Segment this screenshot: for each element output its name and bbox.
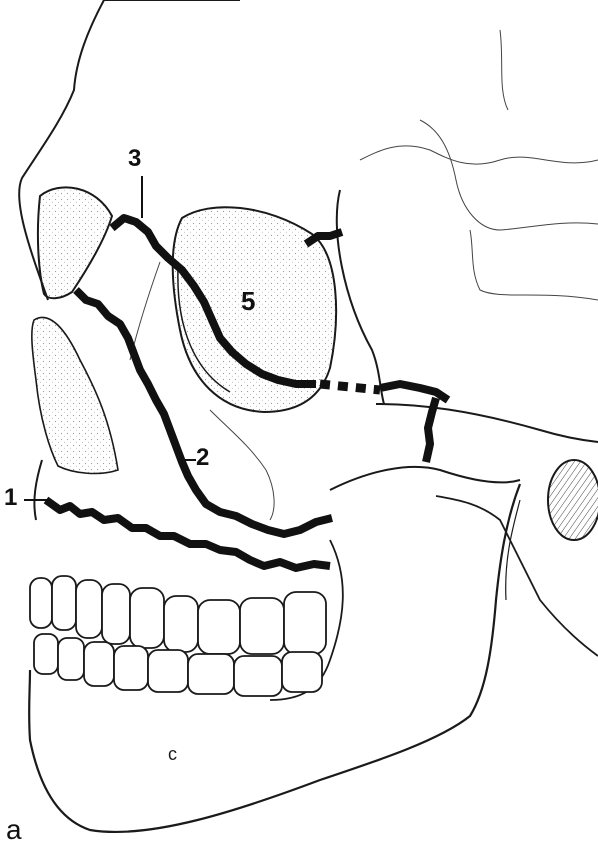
- fracture-label-5: 5: [241, 288, 255, 314]
- tooth: [130, 588, 164, 648]
- tooth: [284, 592, 326, 654]
- maxilla-front-edge: [34, 460, 42, 520]
- nasal-aperture: [32, 317, 118, 473]
- fracture-line-zygoma: [380, 384, 448, 462]
- fracture-label-3: 3: [128, 147, 141, 171]
- tooth: [114, 646, 148, 690]
- tooth: [76, 580, 102, 638]
- fracture-label-2: 2: [196, 446, 209, 470]
- tooth: [188, 654, 234, 694]
- tooth: [148, 650, 188, 692]
- tooth: [240, 598, 284, 654]
- cranial-suture: [360, 30, 598, 300]
- nasal-bone: [38, 187, 112, 298]
- ramus-inner: [506, 500, 520, 600]
- tooth: [102, 584, 130, 644]
- tooth: [52, 576, 76, 630]
- tooth: [198, 600, 240, 654]
- fracture-line-3-dashed: [320, 384, 380, 390]
- temporal-line: [337, 190, 384, 404]
- maxilla-crack-2: [210, 410, 274, 520]
- zygomatic-arch-lower: [330, 467, 520, 490]
- tooth: [282, 652, 322, 692]
- tooth: [58, 638, 84, 680]
- fracture-label-1: 1: [4, 486, 17, 510]
- tooth: [234, 656, 282, 696]
- mental-foramen-mark: c: [168, 744, 177, 764]
- tooth: [84, 642, 114, 686]
- panel-label: a: [6, 816, 22, 844]
- tooth: [30, 578, 52, 628]
- tooth: [34, 634, 58, 674]
- tooth: [164, 596, 198, 652]
- zygomatic-arch: [376, 404, 598, 442]
- ear-canal: [548, 460, 598, 540]
